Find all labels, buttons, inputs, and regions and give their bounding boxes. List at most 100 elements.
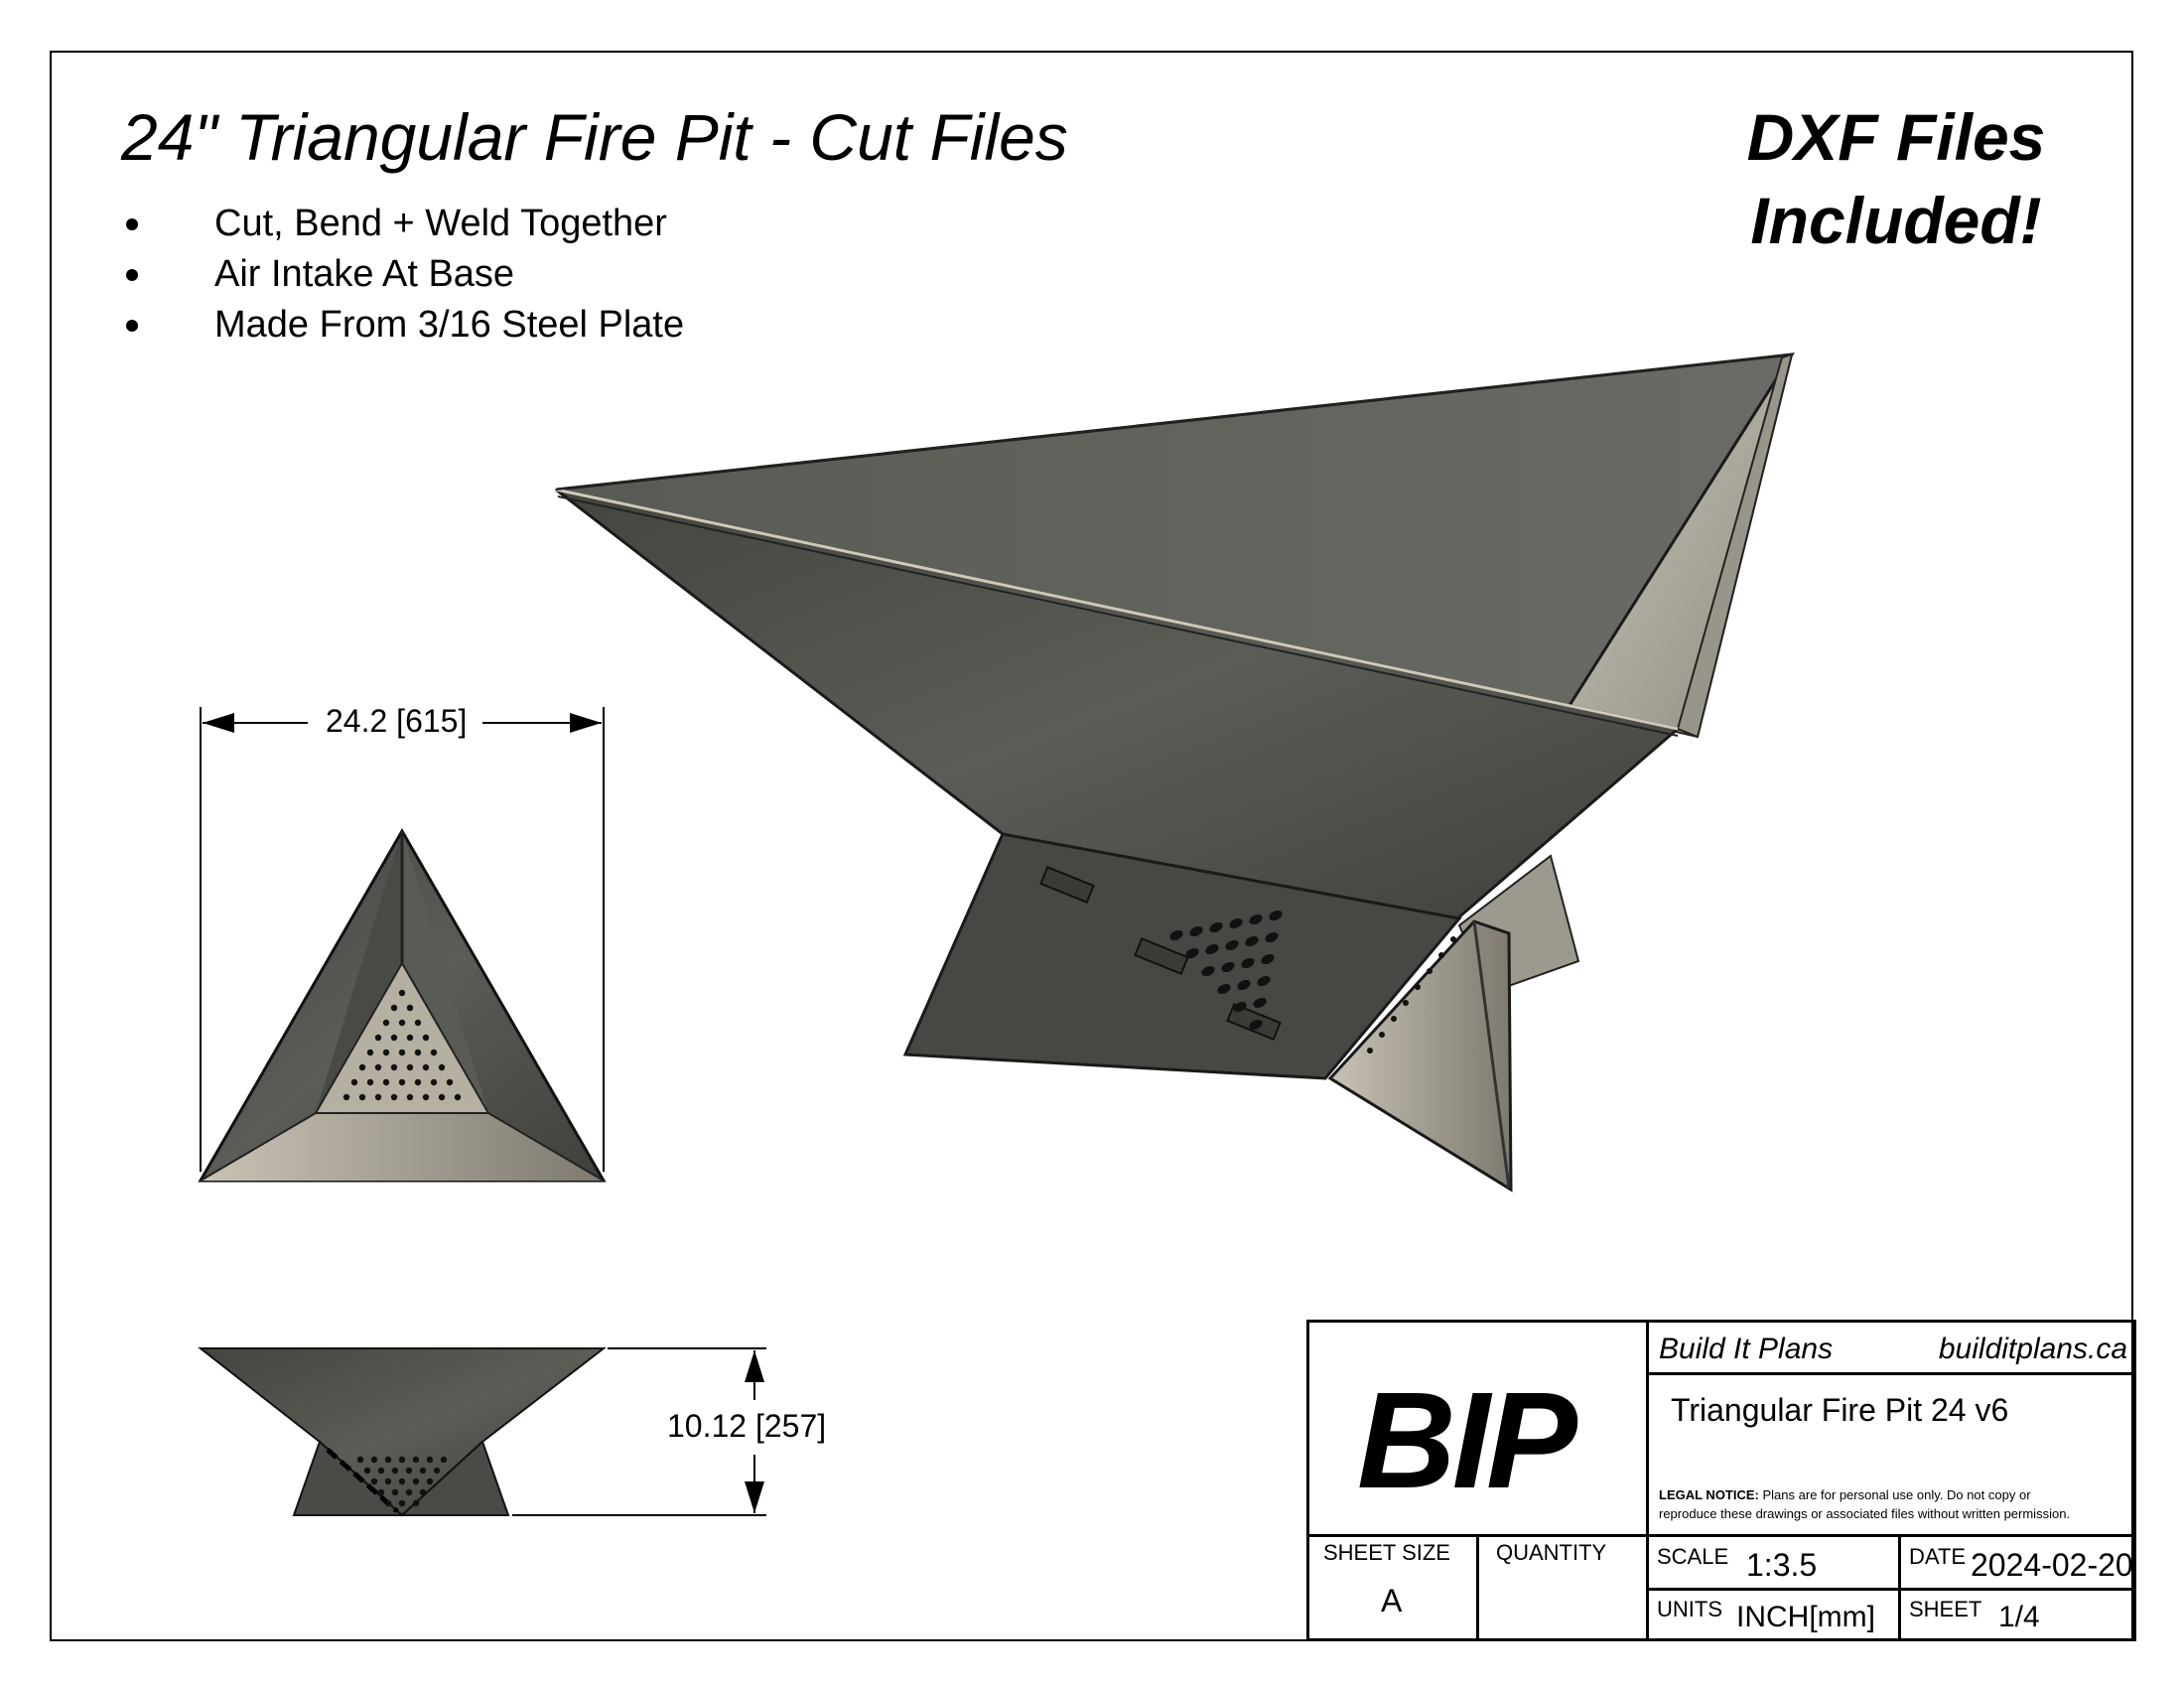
air-hole	[390, 1004, 398, 1012]
air-hole	[1209, 921, 1223, 933]
quantity-label: QUANTITY	[1496, 1540, 1607, 1565]
air-intake-holes	[356, 1456, 448, 1507]
air-hole	[374, 1063, 382, 1071]
air-hole	[419, 1488, 427, 1496]
air-hole	[412, 1456, 420, 1464]
air-hole	[454, 1093, 462, 1101]
width-dimension-label: 24.2 [615]	[326, 703, 468, 740]
air-hole	[377, 1467, 385, 1475]
air-hole	[414, 1049, 422, 1056]
air-hole	[391, 1488, 399, 1496]
air-hole	[390, 1093, 398, 1101]
air-hole	[398, 1499, 406, 1507]
air-hole	[398, 1049, 406, 1056]
units-value: INCH[mm]	[1736, 1601, 1875, 1633]
air-hole	[1233, 1001, 1247, 1013]
air-hole	[422, 1093, 430, 1101]
air-hole	[1261, 953, 1275, 965]
sheet-size-label: SHEET SIZE	[1323, 1540, 1450, 1565]
air-hole	[374, 1034, 382, 1042]
sheet-size-value: A	[1381, 1583, 1403, 1618]
air-hole	[366, 1049, 374, 1056]
air-hole	[1379, 1032, 1385, 1038]
sheet-value: 1/4	[1998, 1601, 2040, 1633]
air-hole	[1391, 1016, 1397, 1022]
air-hole	[1367, 1048, 1373, 1054]
air-hole	[406, 1063, 414, 1071]
air-hole	[446, 1078, 454, 1086]
isometric-view	[555, 352, 1795, 1193]
air-hole	[382, 1078, 390, 1086]
air-hole	[370, 1477, 378, 1485]
air-hole	[1249, 914, 1263, 925]
date-label: DATE	[1909, 1544, 1967, 1569]
air-hole	[1249, 1019, 1263, 1031]
air-hole	[1241, 957, 1255, 969]
air-hole	[1225, 939, 1239, 951]
air-hole	[426, 1477, 434, 1485]
height-dimension-label: 10.12 [257]	[667, 1408, 827, 1445]
air-hole	[358, 1063, 366, 1071]
air-hole	[398, 1019, 406, 1027]
air-hole	[406, 1093, 414, 1101]
bullet-icon	[126, 269, 138, 281]
air-hole	[384, 1499, 392, 1507]
title-block: BIP Build It Plans builditplans.ca Trian…	[1306, 1320, 2136, 1641]
top-view	[198, 827, 607, 1183]
air-hole	[382, 1019, 390, 1027]
company-logo: BIP	[1357, 1364, 1577, 1517]
air-hole	[398, 1456, 406, 1464]
air-hole	[1269, 910, 1283, 921]
company-website: builditplans.ca	[1938, 1333, 2127, 1365]
air-hole	[438, 1063, 446, 1071]
air-hole	[426, 1456, 434, 1464]
air-hole	[1438, 952, 1444, 958]
air-hole	[430, 1049, 438, 1056]
air-hole	[382, 1049, 390, 1056]
air-hole	[398, 1477, 406, 1485]
dxf-callout: DXF Files Included!	[1746, 100, 2046, 257]
air-hole	[363, 1467, 371, 1475]
air-hole	[422, 1034, 430, 1042]
air-hole	[414, 1019, 422, 1027]
width-dimension	[200, 707, 605, 1172]
air-hole	[1253, 997, 1267, 1009]
air-hole	[377, 1488, 385, 1496]
air-hole	[433, 1467, 441, 1475]
air-hole	[370, 1456, 378, 1464]
part-name: Triangular Fire Pit 24 v6	[1671, 1392, 2009, 1428]
air-hole	[384, 1456, 392, 1464]
air-hole	[1245, 935, 1259, 947]
air-intake-holes	[1169, 910, 1456, 1054]
air-hole	[1403, 1000, 1409, 1006]
air-hole	[406, 1004, 414, 1012]
air-hole	[1189, 925, 1203, 937]
air-hole	[1257, 975, 1271, 987]
air-hole	[419, 1467, 427, 1475]
height-dimension	[512, 1347, 766, 1516]
bullet-icon	[126, 320, 138, 332]
air-hole	[390, 1063, 398, 1071]
air-hole	[1221, 961, 1235, 973]
units-label: UNITS	[1657, 1597, 1722, 1621]
drawing-title: 24" Triangular Fire Pit - Cut Files	[121, 100, 1068, 174]
air-hole	[1201, 965, 1215, 977]
front-view	[198, 1347, 607, 1517]
air-hole	[422, 1063, 430, 1071]
legal-notice: LEGAL NOTICE: Plans are for personal use…	[1659, 1487, 2071, 1521]
air-hole	[1169, 929, 1183, 941]
air-hole	[414, 1078, 422, 1086]
air-hole	[1205, 943, 1219, 955]
air-hole	[1217, 983, 1231, 995]
company-name: Build It Plans	[1659, 1333, 1834, 1365]
drawing-sheet-border	[50, 51, 2133, 1641]
air-hole	[398, 989, 406, 997]
date-value: 2024-02-20	[1971, 1547, 2133, 1583]
air-hole	[405, 1467, 413, 1475]
air-hole	[366, 1078, 374, 1086]
air-hole	[390, 1034, 398, 1042]
air-hole	[412, 1499, 420, 1507]
air-intake-holes	[342, 989, 462, 1101]
bullet-icon	[126, 218, 138, 230]
air-hole	[1229, 917, 1243, 929]
